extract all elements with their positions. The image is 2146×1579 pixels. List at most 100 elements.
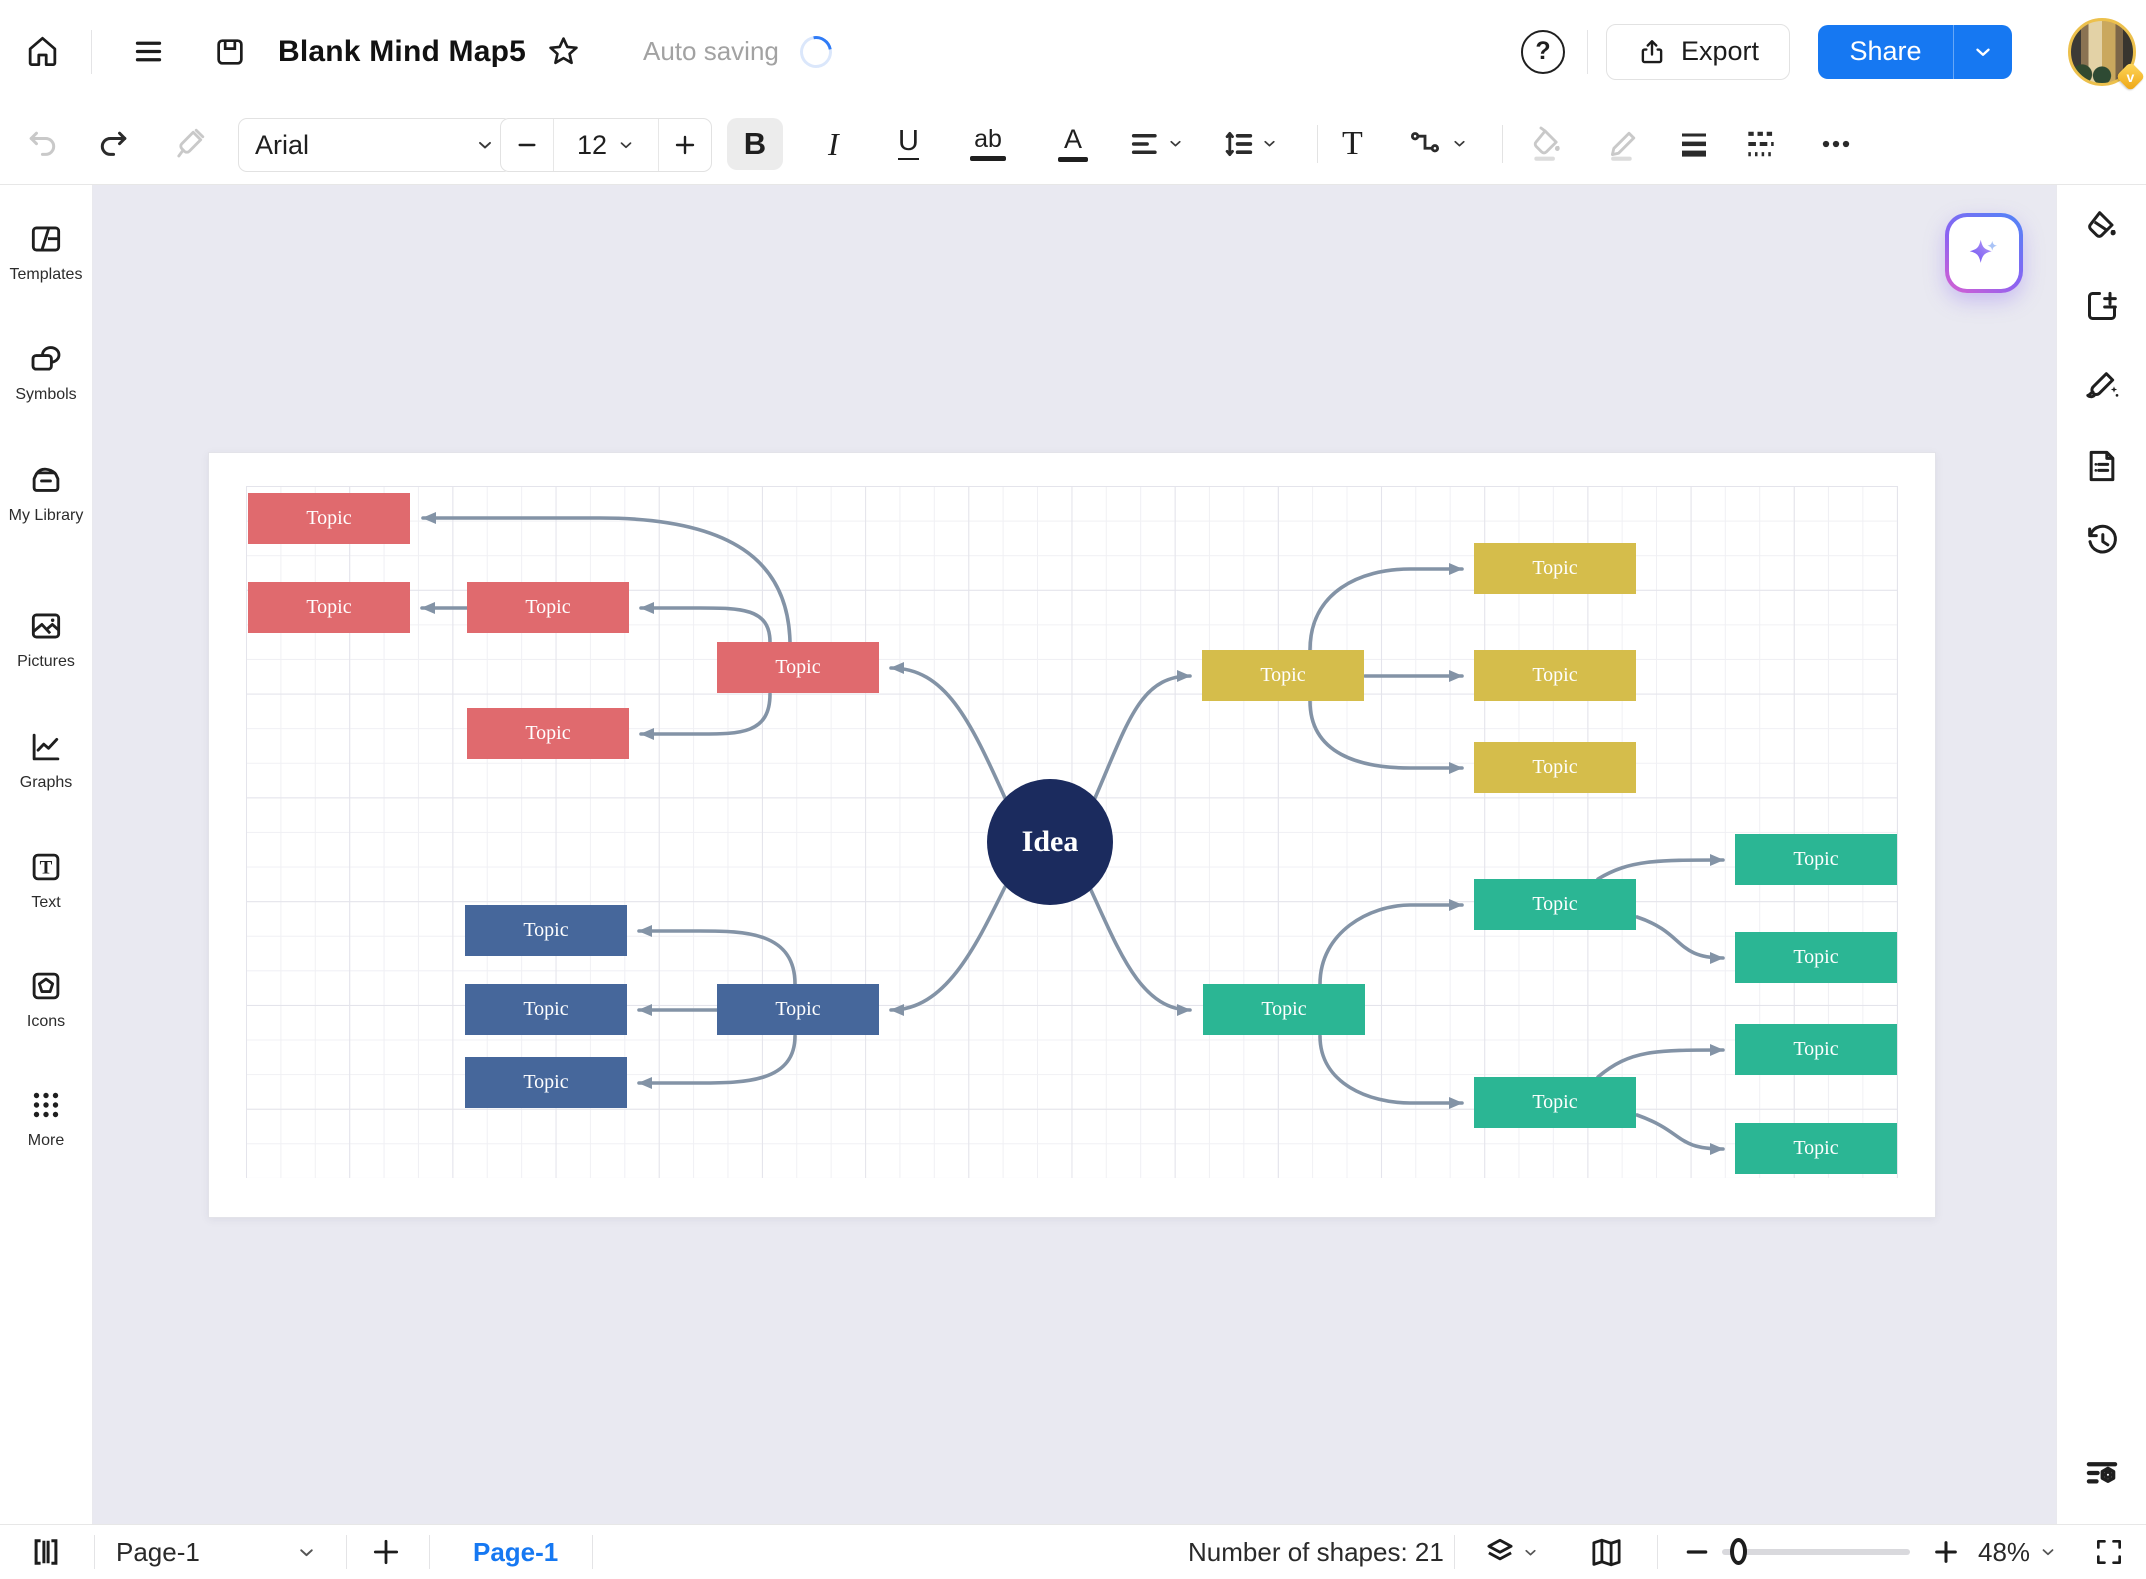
page-selector-caret[interactable] (296, 1525, 317, 1579)
ai-assistant-button[interactable] (1945, 213, 2023, 293)
mindmap-topic-node[interactable]: Topic (1735, 932, 1897, 983)
sidebar-item-icons[interactable]: Icons (0, 967, 92, 1032)
font-size-increase-button[interactable] (659, 119, 711, 171)
font-color-bar (1058, 156, 1088, 162)
mindmap-central-node[interactable]: Idea (987, 779, 1113, 905)
redo-button[interactable] (96, 103, 132, 184)
redo-icon (96, 126, 132, 162)
map-icon (1588, 1534, 1625, 1571)
mindmap-topic-node[interactable]: Topic (1474, 879, 1636, 930)
star-icon (545, 33, 582, 70)
layers-button[interactable] (1482, 1525, 1539, 1579)
mindmap-topic-node[interactable]: Topic (1735, 1123, 1897, 1174)
right-sidebar (2056, 184, 2146, 1524)
sidebar-item-templates[interactable]: Templates (0, 220, 92, 285)
mindmap-topic-node[interactable]: Topic (248, 582, 410, 633)
mindmap-topic-node[interactable]: Topic (1735, 1024, 1897, 1075)
avatar[interactable]: v (2068, 17, 2146, 91)
share-dropdown[interactable] (1954, 41, 2012, 63)
page-tab[interactable]: Page-1 (473, 1525, 558, 1579)
line-weight-button[interactable] (1676, 103, 1712, 184)
mindmap-topic-node[interactable]: Topic (1202, 650, 1364, 701)
mindmap-topic-node[interactable]: Topic (1474, 543, 1636, 594)
zoom-slider[interactable] (1722, 1525, 1910, 1579)
line-spacing-button[interactable] (1222, 103, 1278, 184)
icons-icon (27, 967, 65, 1005)
undo-button[interactable] (24, 103, 60, 184)
home-icon (24, 33, 61, 70)
sidebar-item-pictures[interactable]: Pictures (0, 607, 92, 672)
style-brush-button[interactable] (2057, 366, 2146, 406)
zoom-level[interactable]: 48% (1978, 1525, 2057, 1579)
minus-icon (1686, 1550, 1708, 1554)
fullscreen-button[interactable] (2093, 1525, 2125, 1579)
line-style-button[interactable] (1742, 103, 1780, 184)
line-color-button[interactable] (1604, 103, 1642, 184)
insert-frame-button[interactable] (2057, 286, 2146, 326)
mindmap-topic-node[interactable]: Topic (717, 642, 879, 693)
font-family-select[interactable]: Arial (238, 118, 512, 172)
mindmap-topic-node[interactable]: Topic (465, 1057, 627, 1108)
sidebar-item-my-library[interactable]: My Library (0, 461, 92, 526)
page-selector[interactable]: Page-1 (116, 1525, 200, 1579)
share-button[interactable]: Share (1818, 24, 2012, 79)
main-menu-button[interactable] (132, 0, 165, 103)
sidebar-item-text[interactable]: T Text (0, 848, 92, 913)
menu-icon (132, 35, 165, 68)
notes-button[interactable] (2057, 446, 2146, 486)
history-button[interactable] (2057, 520, 2146, 560)
mindmap-topic-node[interactable]: Topic (1735, 834, 1897, 885)
fill-color-button[interactable] (1528, 103, 1566, 184)
sidebar-item-symbols[interactable]: Symbols (0, 340, 92, 405)
text-highlight-button[interactable]: ab (970, 103, 1006, 184)
underline-button[interactable]: U (898, 103, 919, 184)
zoom-slider-thumb[interactable] (1730, 1538, 1747, 1565)
save-button[interactable] (213, 0, 247, 103)
zoom-in-button[interactable] (1932, 1525, 1960, 1579)
mindmap-topic-node[interactable]: Topic (1474, 650, 1636, 701)
mindmap-topic-node[interactable]: Topic (248, 493, 410, 544)
mindmap-topic-node[interactable]: Topic (467, 582, 629, 633)
add-page-button[interactable] (370, 1525, 402, 1579)
mindmap-topic-node[interactable]: Topic (465, 984, 627, 1035)
font-size-value: 12 (576, 129, 608, 160)
more-grid-icon (27, 1086, 65, 1124)
home-button[interactable] (24, 0, 61, 103)
overview-map-button[interactable] (1588, 1525, 1625, 1579)
format-painter-button[interactable] (171, 103, 207, 184)
sidebar-item-more[interactable]: More (0, 1086, 92, 1151)
mindmap-topic-node[interactable]: Topic (467, 708, 629, 759)
font-size-select[interactable]: 12 (553, 119, 659, 171)
text-align-button[interactable] (1128, 103, 1184, 184)
zoom-out-button[interactable] (1684, 1525, 1710, 1579)
connector-button[interactable] (1408, 103, 1468, 184)
zoom-slider-track[interactable] (1722, 1538, 1910, 1565)
font-size-decrease-button[interactable] (501, 119, 553, 171)
mindmap-topic-node[interactable]: Topic (1474, 1077, 1636, 1128)
outline-settings-button[interactable] (2057, 1452, 2146, 1494)
left-sidebar: Templates Symbols My Library Pictures Gr… (0, 184, 93, 1524)
mindmap-topic-node[interactable]: Topic (717, 984, 879, 1035)
bottombar-divider (429, 1535, 430, 1569)
mindmap-topic-node[interactable]: Topic (1203, 984, 1365, 1035)
export-label: Export (1680, 36, 1760, 66)
font-family-value: Arial (255, 129, 310, 160)
pages-panel-button[interactable] (28, 1525, 64, 1579)
mindmap-topic-node[interactable]: Topic (1474, 742, 1636, 793)
insert-text-button[interactable]: T (1342, 103, 1363, 184)
autosave-spinner (793, 0, 839, 103)
font-color-button[interactable]: A (1058, 103, 1088, 184)
bold-button[interactable]: B (727, 118, 783, 170)
export-button[interactable]: Export (1606, 23, 1790, 80)
sidebar-item-graphs[interactable]: Graphs (0, 728, 92, 793)
favorite-button[interactable] (545, 0, 582, 103)
sidebar-item-label: My Library (8, 507, 84, 524)
theme-fill-button[interactable] (2057, 206, 2146, 246)
more-format-button[interactable] (1816, 103, 1856, 184)
help-button[interactable]: ? (1521, 0, 1565, 103)
toolbar-divider (1317, 125, 1318, 163)
italic-button[interactable]: I (828, 103, 839, 184)
mindmap-topic-node[interactable]: Topic (465, 905, 627, 956)
bottombar-divider (592, 1535, 593, 1569)
